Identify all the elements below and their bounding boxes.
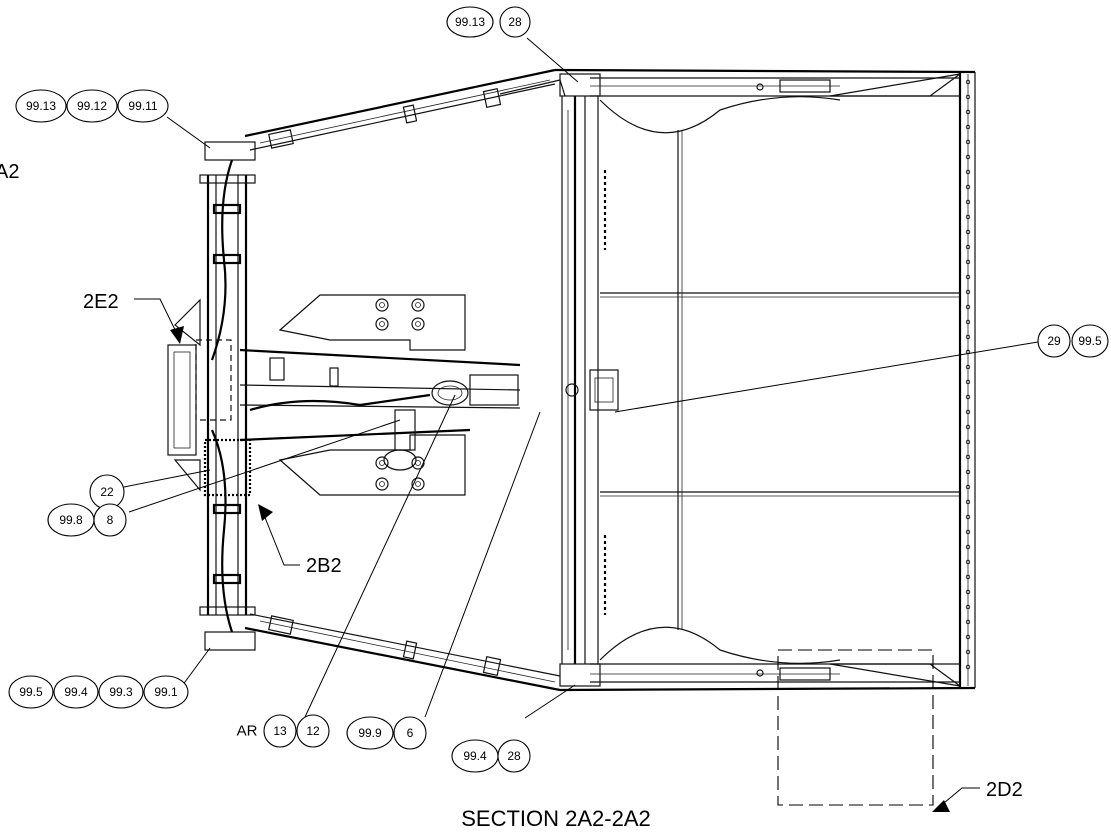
balloon-text: 12 <box>306 724 320 738</box>
bolt-hole <box>965 454 971 460</box>
balloon-group-ar: AR 13 12 <box>237 714 330 748</box>
upper-arm <box>244 68 566 151</box>
balloon-group-bottom-left: 99.5 99.4 99.3 99.1 <box>8 675 189 709</box>
bolt-hole <box>965 154 971 160</box>
bolt-hole <box>965 514 971 520</box>
bolt-hole <box>965 604 971 610</box>
bolt-hole <box>965 619 971 625</box>
ar-prefix: AR <box>237 723 258 740</box>
bolt-hole <box>965 139 971 145</box>
bolt-hole <box>965 109 971 115</box>
bolt-hole <box>965 94 971 100</box>
bolt-hole <box>965 574 971 580</box>
balloon-text: 99.13 <box>455 15 485 29</box>
balloon-text: 99.9 <box>358 726 382 740</box>
lower-arm <box>244 613 561 692</box>
balloon-text: 99.4 <box>463 749 487 763</box>
bolt-hole <box>965 229 971 235</box>
balloon-text: 99.11 <box>128 99 157 113</box>
bolt-hole <box>965 274 971 280</box>
bolt-hole <box>965 544 971 550</box>
view-ref-2d2-label: 2D2 <box>986 779 1023 801</box>
bolt-hole <box>965 319 971 325</box>
edge-bolt-holes <box>965 79 971 670</box>
balloon-text: 99.13 <box>26 99 56 113</box>
balloon-22: 22 <box>89 474 125 510</box>
bolt-hole <box>965 409 971 415</box>
bolt-hole <box>965 589 971 595</box>
central-mount <box>239 294 521 496</box>
bolt-hole <box>965 439 971 445</box>
balloon-text: 13 <box>273 724 287 738</box>
view-ref-2d2: 2D2 <box>777 649 1023 812</box>
bolt-hole <box>965 334 971 340</box>
bolt-hole <box>965 289 971 295</box>
bolt-hole <box>965 259 971 265</box>
bucket-frame <box>554 68 976 692</box>
bolt-hole <box>965 184 971 190</box>
bolt-hole <box>965 634 971 640</box>
view-ref-2e2: 2E2 <box>83 291 184 344</box>
balloon-text: 8 <box>107 513 114 527</box>
balloon-group-right: 29 99.5 <box>1037 324 1109 358</box>
bolt-hole <box>965 304 971 310</box>
bolt-hole <box>965 79 971 85</box>
bolt-hole <box>965 484 971 490</box>
balloon-text: 99.4 <box>64 685 88 699</box>
bolt-hole <box>965 379 971 385</box>
balloon-group-left-mid: 99.8 8 <box>47 503 127 537</box>
view-ref-2e2-label: 2E2 <box>83 291 119 313</box>
balloon-text: 6 <box>407 726 414 740</box>
balloon-group-bottom: 99.4 28 <box>451 739 531 773</box>
bolt-hole <box>965 364 971 370</box>
bolt-hole <box>965 649 971 655</box>
balloon-group-top-left: 99.13 99.12 99.11 <box>15 89 169 123</box>
balloon-text: 99.8 <box>59 513 83 527</box>
bolt-hole <box>965 124 971 130</box>
balloon-text: 99.5 <box>19 685 43 699</box>
view-ref-2b2: 2B2 <box>258 504 342 577</box>
balloon-text: 28 <box>507 749 521 763</box>
bolt-hole <box>965 169 971 175</box>
bolt-hole <box>965 394 971 400</box>
bolt-hole <box>965 214 971 220</box>
bolt-hole <box>965 499 971 505</box>
bolt-hole <box>965 664 971 670</box>
bolt-hole <box>965 529 971 535</box>
balloon-group-999: 99.9 6 <box>346 716 427 750</box>
balloon-text: 99.5 <box>1078 334 1102 348</box>
bolt-hole <box>965 199 971 205</box>
bolt-hole <box>965 559 971 565</box>
bolt-hole <box>965 244 971 250</box>
view-ref-2b2-label: 2B2 <box>306 555 342 577</box>
bolt-hole <box>965 469 971 475</box>
partial-section-label: A2 <box>0 161 19 183</box>
balloon-text: 99.1 <box>154 685 178 699</box>
balloon-text: 99.3 <box>109 685 133 699</box>
section-title: SECTION 2A2-2A2 <box>461 806 651 831</box>
leader-lines <box>123 37 1039 719</box>
balloon-group-top: 99.13 28 <box>446 6 531 38</box>
left-carriage <box>167 141 256 651</box>
balloon-text: 99.12 <box>77 99 107 113</box>
balloon-text: 22 <box>100 485 114 499</box>
balloon-text: 29 <box>1047 334 1061 348</box>
bolt-hole <box>965 424 971 430</box>
balloon-text: 28 <box>508 15 522 29</box>
